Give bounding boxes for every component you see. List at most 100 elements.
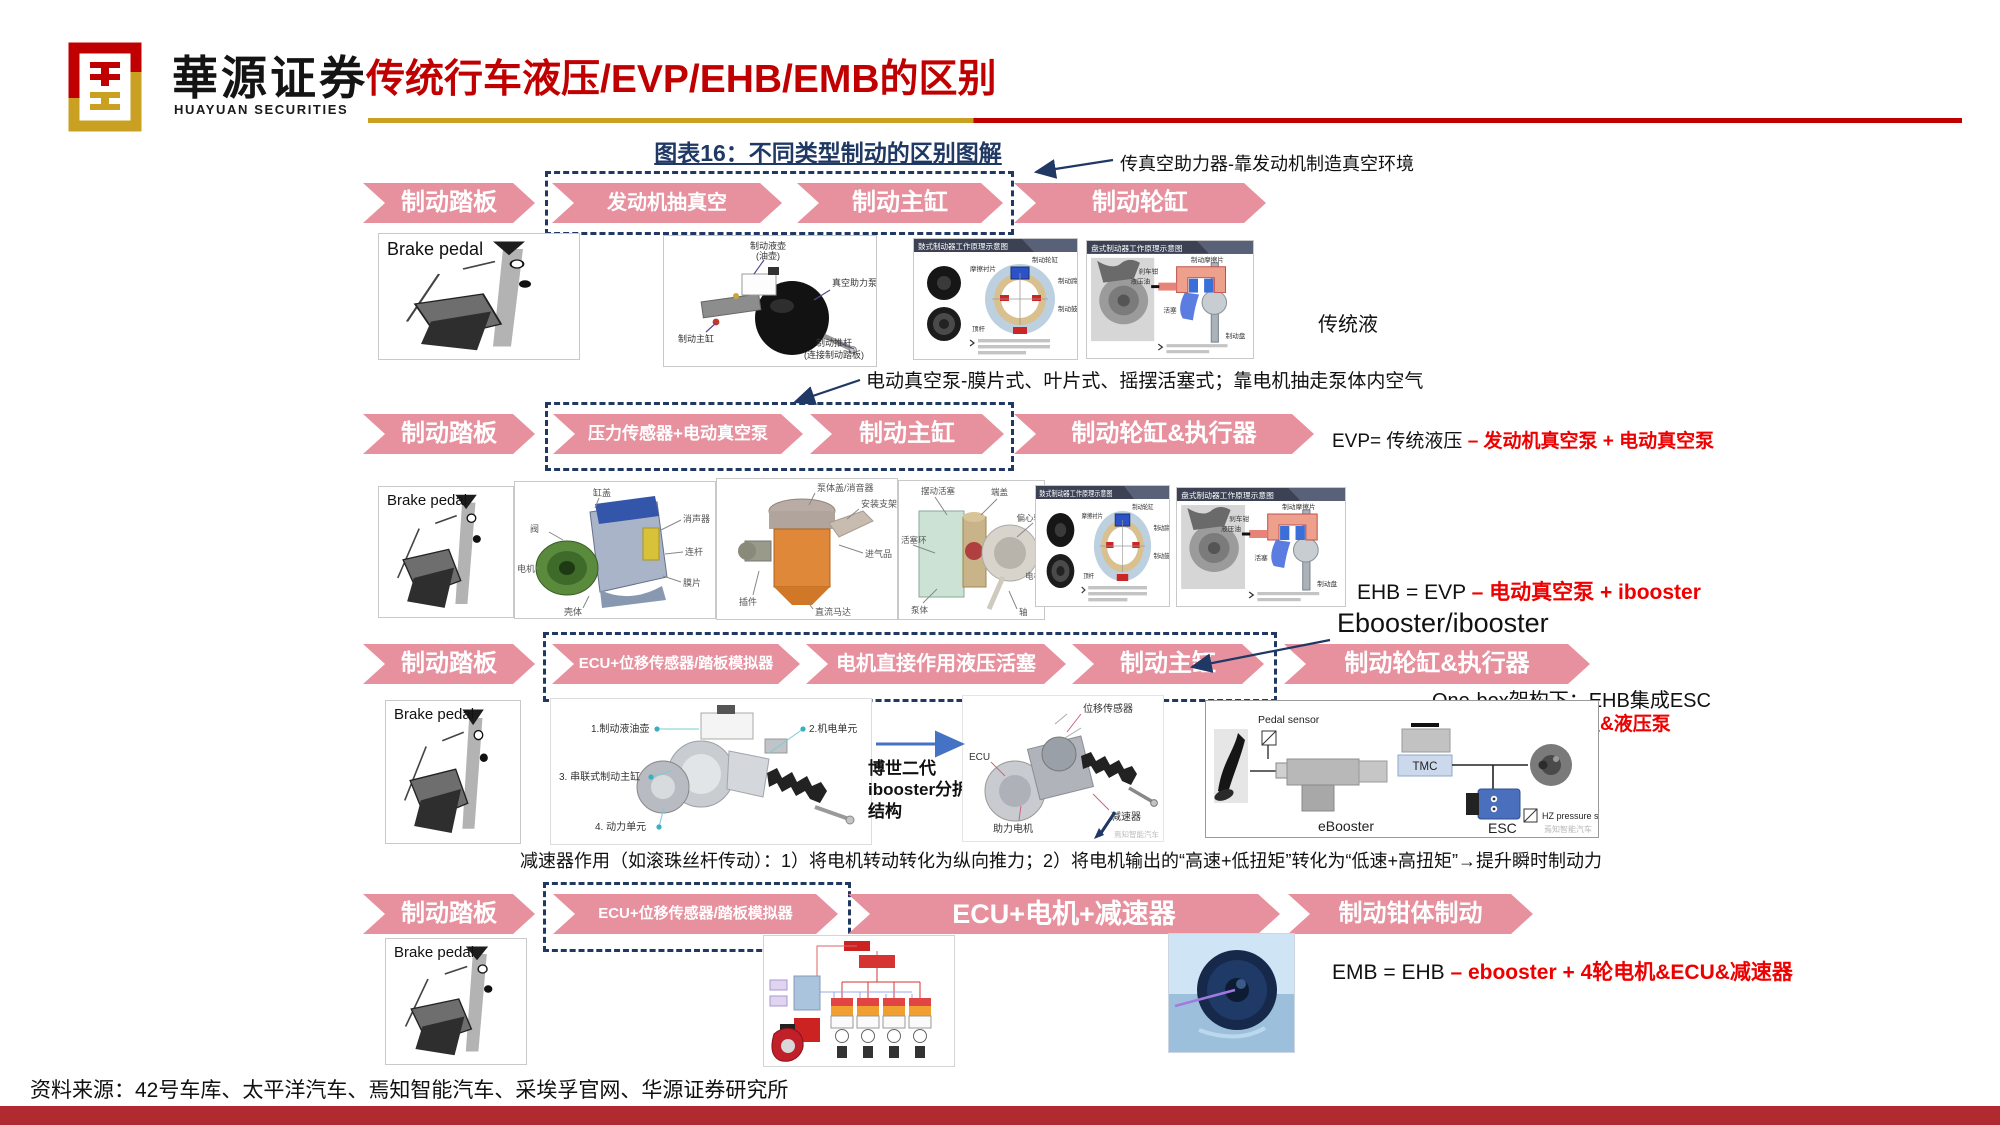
disc-brake-diagram: 盘式制动器工作原理示意图 制动摩擦片 刹车钳 液压油 活塞 制动盘: [1176, 487, 1346, 607]
svg-text:顶杆: 顶杆: [1083, 571, 1094, 580]
vane-pump-drawing: 泵体盖/消音器 安装支架 进气品 插件 直流马达: [738, 482, 897, 617]
brake-pedal-image: Brake pedal: [378, 486, 514, 618]
svg-text:制动推杆: 制动推杆: [816, 337, 852, 348]
page-title: 传统行车液压/EVP/EHB/EMB的区别: [366, 58, 997, 101]
huayuan-logo-icon: [68, 42, 142, 132]
svg-text:鼓式制动器工作原理示意图: 鼓式制动器工作原理示意图: [1039, 488, 1112, 498]
flow-step: 制动轮缸: [1014, 183, 1266, 223]
evp-formula: EVP= 传统液压 – 发动机真空泵 + 电动真空泵: [1332, 426, 1714, 453]
title-underline: [368, 118, 1962, 123]
evp-formula-red: – 发动机真空泵 + 电动真空泵: [1467, 431, 1715, 452]
svg-text:制动蹄: 制动蹄: [1058, 276, 1077, 285]
svg-text:端盖: 端盖: [991, 487, 1009, 497]
svg-text:轴: 轴: [1019, 607, 1028, 617]
brake-pedal-drawing: [397, 494, 481, 608]
ebooster-label: Ebooster/ibooster: [1337, 608, 1549, 638]
vacuum-booster-image: 制动液壶 (油壶) 真空助力泵 制动主缸 制动推杆 (连接制动踏板): [663, 235, 877, 367]
svg-text:缸盖: 缸盖: [593, 487, 611, 498]
bottom-bar: [0, 1106, 2000, 1125]
ibooster-exploded-image: 1.制动液油壶 2.机电单元 3. 串联式制动主缸 4. 动力单元: [550, 698, 872, 845]
traditional-fluid-label: 传统液: [1318, 314, 1378, 336]
svg-text:制动盘: 制动盘: [1226, 331, 1246, 340]
svg-text:壳体: 壳体: [564, 606, 582, 617]
svg-text:插件: 插件: [739, 596, 757, 607]
svg-text:制动鼓: 制动鼓: [1058, 304, 1077, 313]
svg-text:制动轮缸: 制动轮缸: [1132, 502, 1153, 511]
svg-text:助力电机: 助力电机: [993, 822, 1033, 835]
svg-text:盘式制动器工作原理示意图: 盘式制动器工作原理示意图: [1091, 243, 1182, 253]
emb-formula-red: – ebooster + 4轮电机&ECU&减速器: [1450, 961, 1793, 984]
svg-text:电机: 电机: [517, 563, 535, 574]
diaphragm-pump-drawing: 缸盖 阀 电机 壳体 消声器 连杆 膜片: [517, 487, 710, 617]
svg-text:膜片: 膜片: [683, 577, 701, 588]
emb-schematic-diagram: [763, 935, 955, 1067]
brake-pedal-label: Brake pedal: [387, 492, 468, 509]
svg-text:(连接制动踏板): (连接制动踏板): [804, 349, 864, 360]
vacuum-booster-drawing: 制动液壶 (油壶) 真空助力泵 制动主缸 制动推杆 (连接制动踏板): [678, 240, 877, 360]
svg-text:泵体: 泵体: [911, 605, 929, 615]
brake-pedal-drawing: [404, 709, 488, 834]
reducer-note: 减速器作用（如滚珠丝杆传动）：1）将电机转动转化为纵向推力；2）将电机输出的“高…: [520, 851, 1603, 871]
svg-text:ESC: ESC: [1488, 820, 1517, 836]
svg-text:制动摩擦片: 制动摩擦片: [1191, 255, 1224, 264]
svg-text:制动液壶: 制动液壶: [750, 240, 786, 251]
svg-text:3. 串联式制动主缸: 3. 串联式制动主缸: [559, 770, 640, 783]
onebox-drawing: TMC Pedal sensor eBooster ESC HZ pressur…: [1214, 714, 1621, 836]
brake-pedal-label: Brake pedal: [394, 706, 475, 723]
logo-text-cn: 華源证券: [172, 53, 368, 104]
flow-step: 发动机抽真空: [552, 183, 782, 223]
svg-text:进气品: 进气品: [865, 548, 892, 559]
svg-text:(油壶): (油壶): [756, 250, 780, 261]
vane-pump-image: 泵体盖/消音器 安装支架 进气品 插件 直流马达: [716, 478, 898, 620]
svg-text:2.机电单元: 2.机电单元: [809, 722, 857, 735]
flow-step: 制动钳体制动: [1288, 894, 1533, 934]
ehb-formula-black: EHB = EVP: [1357, 581, 1472, 604]
brake-pedal-drawing: [405, 241, 531, 351]
brake-pedal-image: Brake pedal: [385, 700, 521, 844]
svg-text:消声器: 消声器: [683, 513, 710, 524]
svg-text:焉知智能汽车: 焉知智能汽车: [1544, 824, 1592, 834]
onebox-architecture-diagram: TMC Pedal sensor eBooster ESC HZ pressur…: [1205, 700, 1621, 838]
emb-formula-black: EMB = EHB: [1332, 961, 1451, 984]
svg-text:鼓式制动器工作原理示意图: 鼓式制动器工作原理示意图: [918, 241, 1008, 251]
drum-brake-diagram: 鼓式制动器工作原理示意图 制动轮缸 摩擦衬片 制动蹄 制动鼓 顶杆: [1035, 485, 1170, 607]
svg-text:HZ pressure sensor: HZ pressure sensor: [1542, 811, 1598, 821]
emb-schematic-drawing: [769, 941, 932, 1062]
svg-text:ECU: ECU: [969, 752, 990, 763]
disc-brake-diagram: 盘式制动器工作原理示意图 制动摩擦片 刹车钳 液压油 活塞 制动盘: [1086, 240, 1254, 359]
svg-text:焉知智能汽车: 焉知智能汽车: [1114, 829, 1159, 839]
svg-text:活塞: 活塞: [1163, 305, 1177, 314]
diaphragm-pump-image: 缸盖 阀 电机 壳体 消声器 连杆 膜片: [514, 481, 716, 619]
flow-step: ECU+位移传感器/踏板模拟器: [553, 894, 838, 934]
flow-step: ECU+电机+减速器: [848, 894, 1280, 934]
svg-text:电机: 电机: [1025, 571, 1043, 581]
evp-pump-note: 电动真空泵-膜片式、叶片式、摇摆活塞式；靠电机抽走泵体内空气: [866, 371, 1424, 392]
svg-text:摩擦衬片: 摩擦衬片: [1082, 511, 1103, 520]
brake-pedal-image: Brake pedal: [378, 233, 580, 360]
flow-step: 制动轮缸&执行器: [1284, 644, 1590, 684]
svg-text:液压油: 液压油: [1221, 524, 1241, 533]
brake-pedal-label: Brake pedal: [394, 944, 475, 961]
evp-formula-black: EVP= 传统液压: [1332, 431, 1468, 452]
vacuum-note-arrow: [1033, 158, 1114, 179]
svg-text:刹车钳: 刹车钳: [1229, 514, 1249, 523]
row1-dashed-box: [545, 171, 1014, 235]
brake-pedal-image: Brake pedal: [385, 938, 527, 1065]
svg-text:1.制动液油壶: 1.制动液油壶: [591, 722, 649, 735]
disc-brake-drawing: 盘式制动器工作原理示意图 制动摩擦片 刹车钳 液压油 活塞 制动盘: [1087, 241, 1253, 354]
row4-dashed-box: [543, 882, 851, 952]
drum-brake-drawing: 鼓式制动器工作原理示意图 制动轮缸 摩擦衬片 制动蹄 制动鼓 顶杆: [914, 239, 1078, 355]
ibooster-caption: 博世二代ibooster分拆结构: [868, 759, 970, 821]
svg-text:TMC: TMC: [1413, 761, 1438, 773]
flow-step: 制动主缸: [1072, 644, 1264, 684]
figure-caption: 图表16：不同类型制动的区别图解: [654, 140, 1002, 166]
drum-brake-diagram: 鼓式制动器工作原理示意图 制动轮缸 摩擦衬片 制动蹄 制动鼓 顶杆: [913, 238, 1078, 360]
svg-text:活塞: 活塞: [1254, 553, 1268, 562]
ecu-unit-drawing: 位移传感器 ECU 助力电机 减速器 焉知智能汽车: [969, 702, 1159, 839]
svg-text:连杆: 连杆: [685, 546, 703, 557]
svg-text:制动盘: 制动盘: [1317, 579, 1337, 588]
vacuum-booster-note: 传真空助力器-靠发动机制造真空环境: [1120, 154, 1414, 174]
svg-text:减速器: 减速器: [1111, 811, 1141, 823]
wheel-photo: [1168, 933, 1295, 1053]
